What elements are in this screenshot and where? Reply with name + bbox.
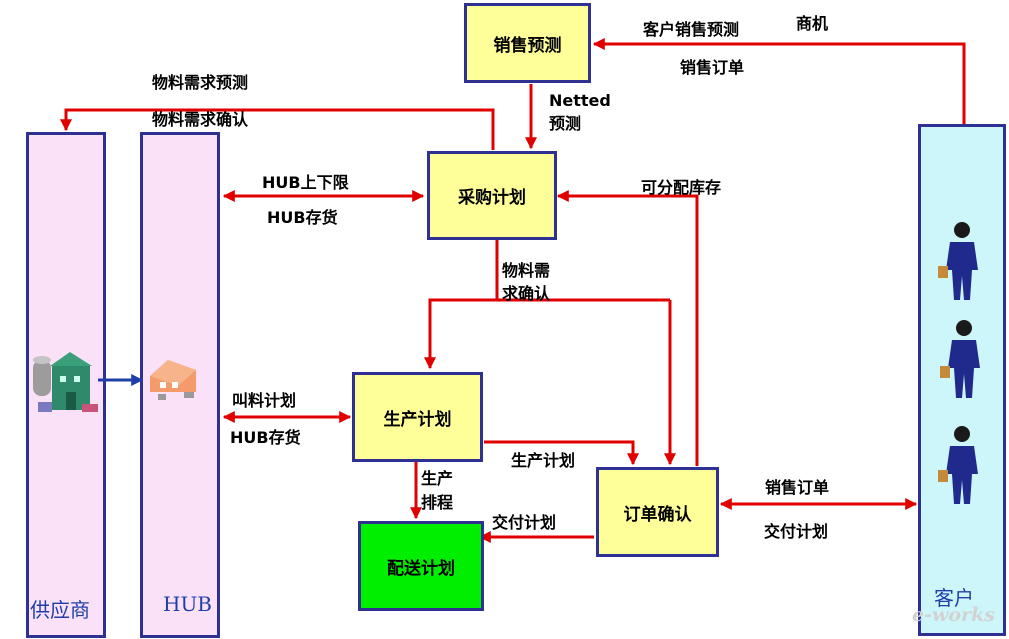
sales-order-top-label: 销售订单 [680, 58, 745, 77]
sales-forecast-box: 销售预测 [464, 3, 591, 83]
material-demand-forecast-label: 物料需求预测 [152, 73, 249, 92]
netted-label: Netted [549, 91, 611, 110]
sales-order-right-label: 销售订单 [765, 478, 830, 497]
delivery-plan-right-label: 交付计划 [764, 522, 829, 541]
hub-limits-label: HUB上下限 [262, 173, 349, 192]
hub-inventory-label-1: HUB存货 [267, 208, 338, 227]
factory-icon [33, 352, 98, 412]
hub-inventory-label-2: HUB存货 [230, 428, 301, 447]
delivery-plan-label: 交付计划 [492, 513, 557, 532]
customer-label: 客户 [934, 586, 974, 610]
arrow-to-production [424, 298, 670, 370]
watermark-logo: e-works [912, 604, 995, 626]
customer-sales-forecast-label: 客户销售预测 [643, 20, 740, 39]
order-confirm-box: 订单确认 [596, 467, 719, 557]
production-schedule-label-2: 排程 [421, 493, 454, 512]
production-schedule-label-1: 生产 [421, 469, 454, 488]
production-plan-label: 生产计划 [511, 451, 576, 470]
arrow-purchase-to-supplier [60, 108, 495, 150]
delivery-plan-box: 配送计划 [358, 521, 484, 611]
production-plan-box: 生产计划 [352, 372, 483, 462]
customer-person-icon-1 [938, 222, 978, 300]
arrow-production-to-order [484, 440, 639, 466]
arrow-customer-to-sales-forecast [592, 38, 966, 124]
hub-label: HUB [163, 592, 212, 616]
purchase-plan-box: 采购计划 [427, 151, 557, 240]
material-demand-label-2: 求确认 [502, 284, 551, 303]
customer-person-icon-3 [938, 426, 978, 504]
warehouse-icon [150, 360, 196, 400]
available-inventory-label: 可分配库存 [641, 178, 722, 197]
customer-person-icon-2 [940, 320, 980, 398]
supplier-label: 供应商 [30, 598, 90, 622]
arrow-inventory-to-purchase [556, 190, 699, 466]
material-demand-confirm-label: 物料需求确认 [152, 110, 249, 129]
material-demand-label-1: 物料需 [502, 261, 551, 280]
opportunity-label: 商机 [796, 14, 829, 33]
call-plan-label: 叫料计划 [232, 391, 297, 410]
netted-forecast-label: 预测 [549, 114, 582, 133]
